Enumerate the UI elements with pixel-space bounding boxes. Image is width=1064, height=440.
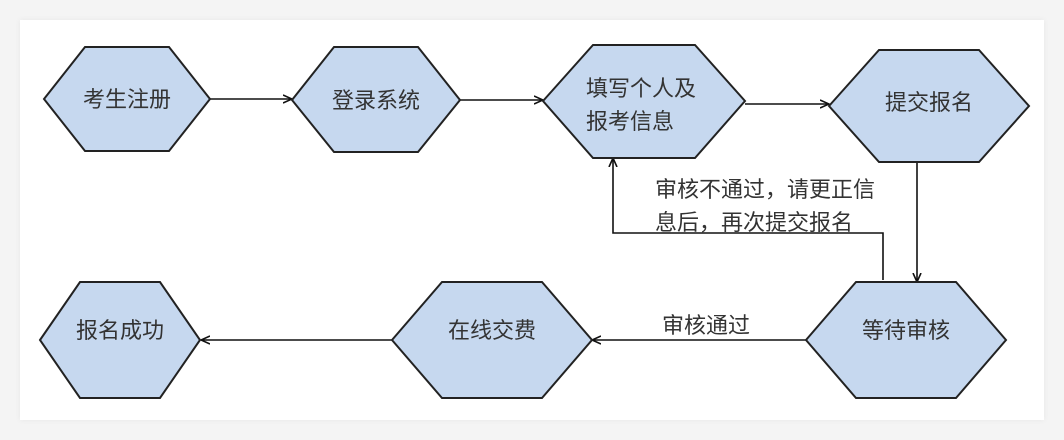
node-success-label: 报名成功 (76, 319, 164, 344)
node-await-review-label: 等待审核 (862, 319, 950, 344)
node-register-label: 考生注册 (83, 88, 171, 113)
edge-label-rejected-line2: 息后，再次提交报名 (655, 211, 853, 236)
node-pay-online-label: 在线交费 (448, 319, 536, 344)
node-login-label: 登录系统 (332, 89, 420, 114)
arrow-review-rejected-loop (613, 158, 884, 280)
node-success: 报名成功 (38, 281, 202, 399)
node-submit-label: 提交报名 (885, 91, 973, 116)
node-fill-info-label-line1: 填写个人及 (586, 77, 696, 102)
node-register: 考生注册 (42, 46, 212, 152)
node-submit: 提交报名 (827, 49, 1031, 163)
node-fill-info: 填写个人及 报考信息 (541, 44, 747, 159)
edge-label-rejected-line1: 审核不通过，请更正信 (655, 178, 875, 203)
node-login: 登录系统 (290, 46, 462, 153)
edge-label-approved: 审核通过 (662, 314, 750, 339)
node-fill-info-label-line2: 报考信息 (586, 110, 674, 135)
node-await-review: 等待审核 (804, 281, 1008, 399)
node-pay-online: 在线交费 (390, 281, 594, 399)
